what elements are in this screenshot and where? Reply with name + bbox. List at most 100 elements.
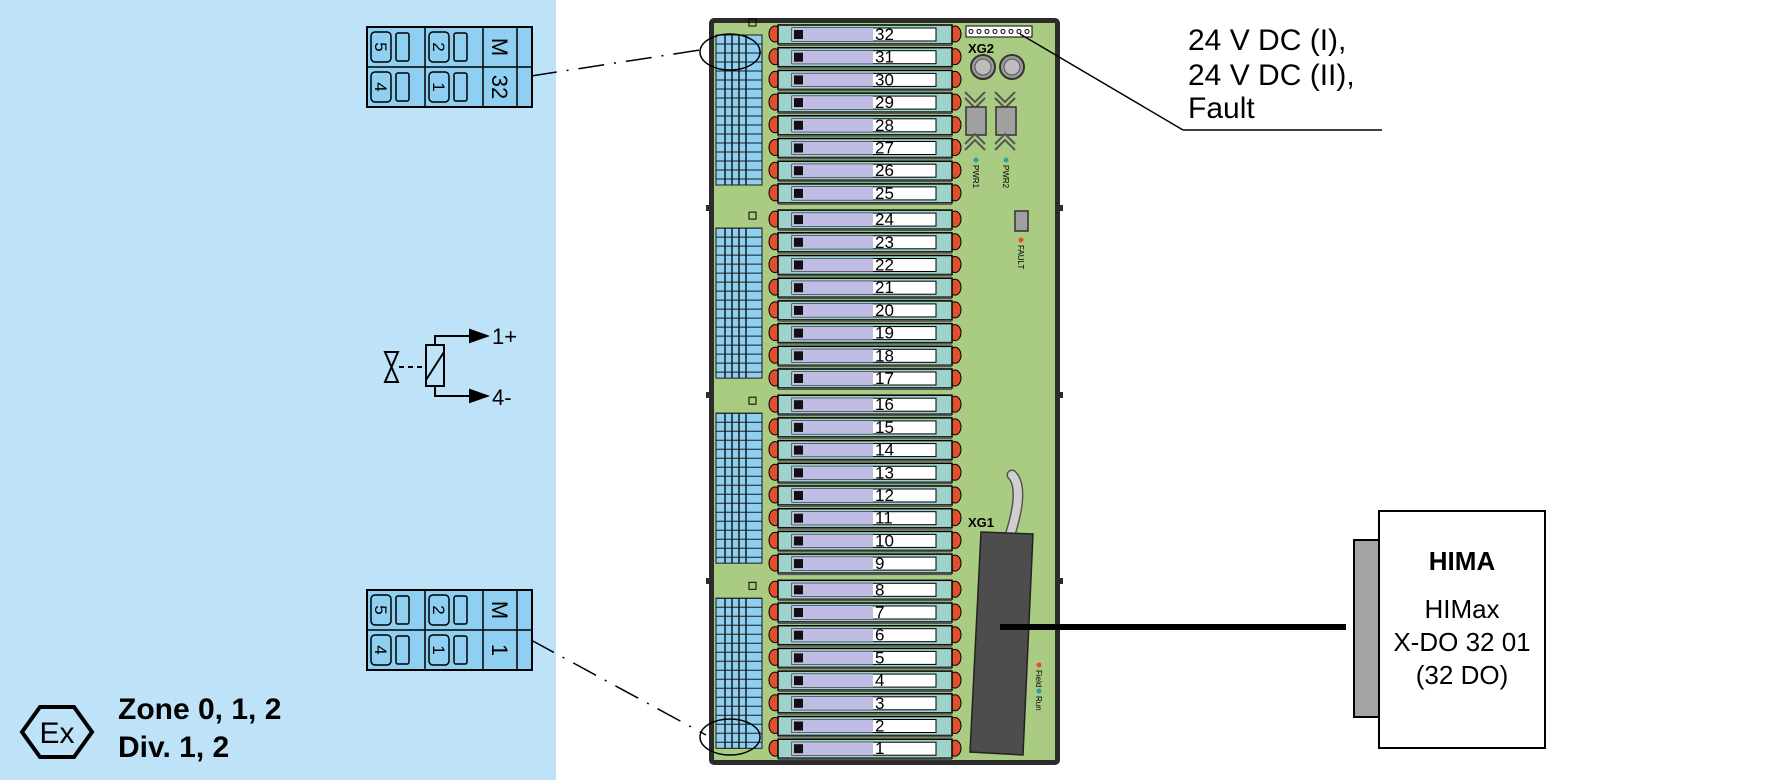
slot-label-strip <box>792 534 873 548</box>
terminal-clamp <box>395 635 410 665</box>
io-slot-channel-18: 18 <box>768 345 962 368</box>
slot-label-strip <box>792 186 873 200</box>
terminal-common-label: M <box>487 601 512 619</box>
slot-label-strip <box>792 118 873 132</box>
hima-brand-label: HIMA <box>1429 546 1496 576</box>
run-led <box>1036 688 1042 694</box>
terminal-screw <box>370 594 392 626</box>
terminal-common-label: M <box>487 38 512 56</box>
io-slot-channel-15: 15 <box>768 417 962 439</box>
leader-line-channel-32 <box>530 49 701 77</box>
xg2-label: XG2 <box>968 41 994 56</box>
power-led-pwr2 <box>1003 157 1009 163</box>
slot-number-label: 16 <box>875 395 894 414</box>
terminal-screw <box>428 31 450 63</box>
slot-logo-icon <box>794 328 803 338</box>
slot-number-label: 5 <box>875 648 884 667</box>
slot-label-strip <box>792 96 873 110</box>
io-slot-channel-20: 20 <box>768 300 962 322</box>
terminal-screw <box>428 594 450 626</box>
slot-logo-icon <box>794 52 803 62</box>
slot-number-label: 28 <box>875 116 894 135</box>
terminal-clamp <box>453 72 468 102</box>
slot-number-label: 22 <box>875 256 894 275</box>
slot-label-strip <box>792 628 873 642</box>
slot-number-label: 3 <box>875 694 884 713</box>
slot-logo-icon <box>794 721 803 731</box>
io-slot-channel-21: 21 <box>768 277 962 300</box>
slot-label-strip <box>792 141 873 155</box>
slot-logo-icon <box>794 351 803 361</box>
slot-label-strip <box>792 281 873 295</box>
slot-label-strip <box>792 50 873 64</box>
slot-number-label: 31 <box>875 48 894 67</box>
terminal-screw <box>370 634 392 666</box>
slot-logo-icon <box>794 215 803 225</box>
slot-label-strip <box>792 303 873 317</box>
slot-label-strip <box>792 466 873 480</box>
terminal-number-label: 2 <box>429 605 448 614</box>
pwr1-label: PWR1 <box>971 165 980 189</box>
slot-logo-icon <box>794 585 803 595</box>
terminal-number-label: 5 <box>371 605 390 614</box>
slot-logo-icon <box>794 260 803 270</box>
slot-logo-icon <box>794 468 803 478</box>
io-slot-channel-10: 10 <box>768 530 962 553</box>
slot-number-label: 32 <box>875 25 894 44</box>
valve-terminal-plus-label: 1+ <box>492 324 517 349</box>
slot-label-strip <box>792 583 873 597</box>
slot-number-label: 23 <box>875 233 894 252</box>
slot-number-label: 8 <box>875 580 884 599</box>
slot-label-strip <box>792 28 873 41</box>
terminal-number-label: 1 <box>429 645 448 654</box>
io-slot-channel-28: 28 <box>768 115 962 137</box>
terminal-number-label: 1 <box>429 82 448 91</box>
slot-logo-icon <box>794 283 803 293</box>
slot-logo-icon <box>794 491 803 500</box>
slot-logo-icon <box>794 698 803 708</box>
slot-label-strip <box>792 213 873 227</box>
slot-number-label: 20 <box>875 301 894 320</box>
slot-number-label: 11 <box>875 509 893 528</box>
slot-logo-icon <box>794 98 803 108</box>
hima-product-line: HIMax <box>1424 594 1499 624</box>
slot-number-label: 29 <box>875 93 894 112</box>
io-slot-channel-26: 26 <box>768 160 962 183</box>
slot-number-label: 19 <box>875 324 894 343</box>
slot-label-strip <box>792 326 873 340</box>
hima-module-box <box>1378 510 1546 749</box>
slot-label-strip <box>792 696 873 710</box>
slot-logo-icon <box>794 237 803 247</box>
terminal-channel-label: 32 <box>487 75 512 99</box>
slot-number-label: 6 <box>875 626 884 645</box>
io-slot-channel-9: 9 <box>768 553 962 576</box>
field-led <box>1036 662 1042 668</box>
field-terminal-strip <box>715 18 763 186</box>
slot-logo-icon <box>794 305 803 315</box>
slot-number-label: 1 <box>875 739 884 758</box>
slot-label-strip <box>792 164 873 178</box>
terminal-screw <box>370 31 392 63</box>
io-slot-channel-23: 23 <box>768 232 962 254</box>
io-slot-channel-8: 8 <box>768 579 962 602</box>
detail-highlight-ellipse <box>699 718 761 756</box>
slot-label-strip <box>792 349 873 363</box>
slot-number-label: 9 <box>875 554 884 573</box>
terminal-clamp <box>453 595 468 625</box>
slot-number-label: 24 <box>875 210 894 229</box>
field-terminal-strip <box>715 396 763 564</box>
slot-label-strip <box>792 511 873 525</box>
io-slot-channel-14: 14 <box>768 439 962 462</box>
slot-number-label: 25 <box>875 184 894 203</box>
terminal-screw <box>428 71 450 103</box>
slot-number-label: 15 <box>875 418 894 437</box>
slot-number-label: 14 <box>875 441 894 460</box>
slot-logo-icon <box>794 143 803 153</box>
xg2-connector <box>965 25 1033 38</box>
io-slot-channel-17: 17 <box>768 368 962 390</box>
slot-label-strip <box>792 443 873 457</box>
slot-label-strip <box>792 420 873 434</box>
valve-terminal-minus-label: 4- <box>492 385 512 410</box>
